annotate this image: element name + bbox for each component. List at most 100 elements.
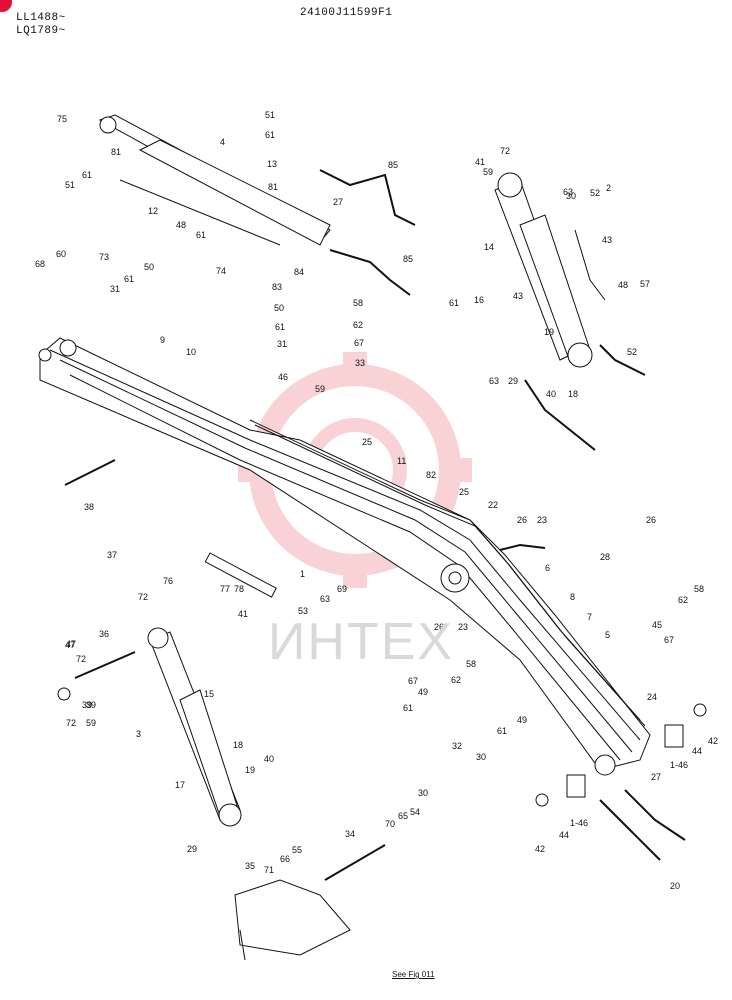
callout-58: 58 — [353, 298, 363, 308]
callout-51: 51 — [65, 180, 75, 190]
drawing-number: 24100J11599F1 — [300, 7, 393, 19]
boom-cylinder-4 — [98, 114, 331, 246]
callout-44: 44 — [692, 746, 702, 756]
callout-48: 48 — [176, 220, 186, 230]
callout-78: 78 — [234, 584, 244, 594]
callout-72: 72 — [76, 654, 86, 664]
callout-30: 30 — [418, 788, 428, 798]
callout-82: 82 — [426, 470, 436, 480]
callout-47: 47 — [66, 639, 76, 649]
see-figure-reference: See Fig 011 — [392, 970, 435, 979]
callout-61: 61 — [449, 298, 459, 308]
callout-83: 83 — [272, 282, 282, 292]
callout-85: 85 — [388, 160, 398, 170]
serial-range-2: LQ1789~ — [16, 25, 66, 37]
callout-35: 35 — [245, 861, 255, 871]
callout-31: 31 — [277, 339, 287, 349]
watermark-text: ИНТЕХ — [268, 613, 455, 671]
callout-41: 41 — [475, 157, 485, 167]
callout-73: 73 — [99, 252, 109, 262]
callout-40: 40 — [264, 754, 274, 764]
callout-1-46: 1-46 — [570, 818, 588, 828]
callout-26: 26 — [434, 622, 444, 632]
callout-49: 49 — [418, 687, 428, 697]
callout-22: 22 — [488, 500, 498, 510]
callout-51: 51 — [265, 110, 275, 120]
callout-8: 8 — [570, 592, 575, 602]
callout-76: 76 — [163, 576, 173, 586]
callout-48: 48 — [618, 280, 628, 290]
callout-72: 72 — [138, 592, 148, 602]
callout-50: 50 — [274, 303, 284, 313]
callout-61: 61 — [196, 230, 206, 240]
callout-55: 55 — [292, 845, 302, 855]
callout-66: 66 — [280, 854, 290, 864]
callout-28: 28 — [600, 552, 610, 562]
callout-71: 71 — [264, 865, 274, 875]
callout-50: 50 — [144, 262, 154, 272]
callout-33: 33 — [355, 358, 365, 368]
callout-31: 31 — [110, 284, 120, 294]
callout-57: 57 — [640, 279, 650, 289]
callout-67: 67 — [664, 635, 674, 645]
callout-63: 63 — [489, 376, 499, 386]
arm-cylinder-2 — [494, 172, 606, 368]
boom-assembly — [38, 337, 651, 776]
callout-29: 29 — [508, 376, 518, 386]
callout-65: 65 — [398, 811, 408, 821]
callout-23: 23 — [537, 515, 547, 525]
callout-42: 42 — [708, 736, 718, 746]
callout-5: 5 — [605, 630, 610, 640]
callout-61: 61 — [497, 726, 507, 736]
callout-43: 43 — [602, 235, 612, 245]
hoses — [319, 169, 686, 861]
callout-12: 12 — [148, 206, 158, 216]
callout-7: 7 — [587, 612, 592, 622]
callout-16: 16 — [474, 295, 484, 305]
callout-77: 77 — [220, 584, 230, 594]
callout-84: 84 — [294, 267, 304, 277]
callout-63: 63 — [320, 594, 330, 604]
callout-9: 9 — [160, 335, 165, 345]
callout-59: 59 — [86, 718, 96, 728]
callout-54: 54 — [410, 807, 420, 817]
callout-27: 27 — [333, 197, 343, 207]
callout-67: 67 — [408, 676, 418, 686]
boom-base — [234, 879, 351, 961]
callout-44: 44 — [559, 830, 569, 840]
corner-badge — [0, 0, 12, 12]
callout-14: 14 — [484, 242, 494, 252]
callout-36: 36 — [99, 629, 109, 639]
callout-58: 58 — [694, 584, 704, 594]
callout-60: 60 — [56, 249, 66, 259]
callout-3: 3 — [136, 729, 141, 739]
callout-69: 69 — [337, 584, 347, 594]
callout-17: 17 — [175, 780, 185, 790]
callout-26: 26 — [646, 515, 656, 525]
callout-34: 34 — [345, 829, 355, 839]
callout-72: 72 — [500, 146, 510, 156]
callout-61: 61 — [124, 274, 134, 284]
callout-67: 67 — [354, 338, 364, 348]
callout-13: 13 — [267, 159, 277, 169]
callout-10: 10 — [186, 347, 196, 357]
callout-42: 42 — [535, 844, 545, 854]
callout-15: 15 — [204, 689, 214, 699]
callout-1-46: 1-46 — [670, 760, 688, 770]
callout-63: 63 — [563, 187, 573, 197]
callout-53: 53 — [298, 606, 308, 616]
callout-75: 75 — [57, 114, 67, 124]
callout-38: 38 — [84, 502, 94, 512]
callout-18: 18 — [568, 389, 578, 399]
callout-40: 40 — [546, 389, 556, 399]
callout-27: 27 — [651, 772, 661, 782]
callout-2: 2 — [606, 183, 611, 193]
pins — [57, 459, 707, 881]
callout-32: 32 — [452, 741, 462, 751]
callout-61: 61 — [265, 130, 275, 140]
callout-24: 24 — [647, 692, 657, 702]
callout-19: 19 — [245, 765, 255, 775]
callout-81: 81 — [111, 147, 121, 157]
callout-46: 46 — [278, 372, 288, 382]
callout-59: 59 — [315, 384, 325, 394]
